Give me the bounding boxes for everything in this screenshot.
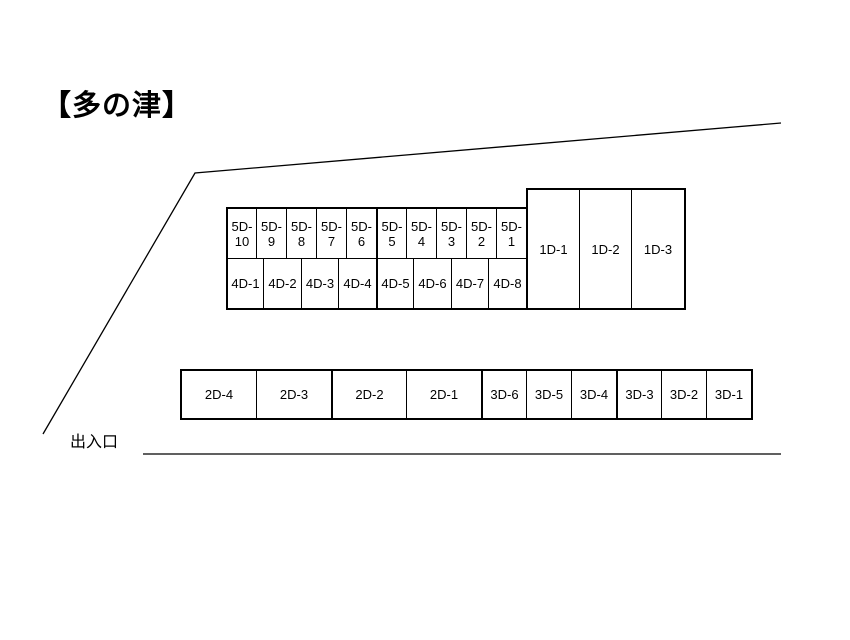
parking-space: 4D-5 [376, 258, 414, 310]
parking-space: 5D- 2 [466, 207, 497, 259]
parking-space: 3D-2 [661, 369, 707, 420]
parking-space: 2D-4 [180, 369, 257, 420]
parking-space: 5D- 6 [346, 207, 377, 259]
parking-space: 5D- 4 [406, 207, 437, 259]
parking-space: 4D-6 [413, 258, 452, 310]
parking-space: 2D-1 [406, 369, 482, 420]
lot-boundary-line [42, 122, 782, 435]
parking-space: 2D-3 [256, 369, 332, 420]
parking-space: 5D- 3 [436, 207, 467, 259]
parking-space: 5D- 9 [256, 207, 287, 259]
page-title: 【多の津】 [42, 88, 193, 122]
parking-space: 3D-6 [481, 369, 527, 420]
parking-space: 4D-1 [226, 258, 264, 310]
parking-space: 5D- 1 [496, 207, 527, 259]
parking-space: 2D-2 [331, 369, 407, 420]
parking-space: 3D-3 [616, 369, 662, 420]
parking-space: 5D- 8 [286, 207, 317, 259]
parking-space: 5D- 10 [226, 207, 257, 259]
parking-space: 4D-8 [488, 258, 527, 310]
parking-space: 4D-2 [263, 258, 302, 310]
parking-space: 3D-1 [706, 369, 753, 420]
parking-space: 4D-7 [451, 258, 489, 310]
parking-space: 3D-5 [526, 369, 572, 420]
parking-space: 4D-4 [338, 258, 377, 310]
parking-space: 4D-3 [301, 258, 339, 310]
parking-space: 1D-3 [631, 188, 686, 310]
parking-space: 1D-2 [579, 188, 632, 310]
parking-space: 5D- 5 [376, 207, 407, 259]
parking-space: 1D-1 [526, 188, 580, 310]
entrance-label: 出入口 [70, 432, 119, 451]
parking-space: 3D-4 [571, 369, 617, 420]
parking-space: 5D- 7 [316, 207, 347, 259]
